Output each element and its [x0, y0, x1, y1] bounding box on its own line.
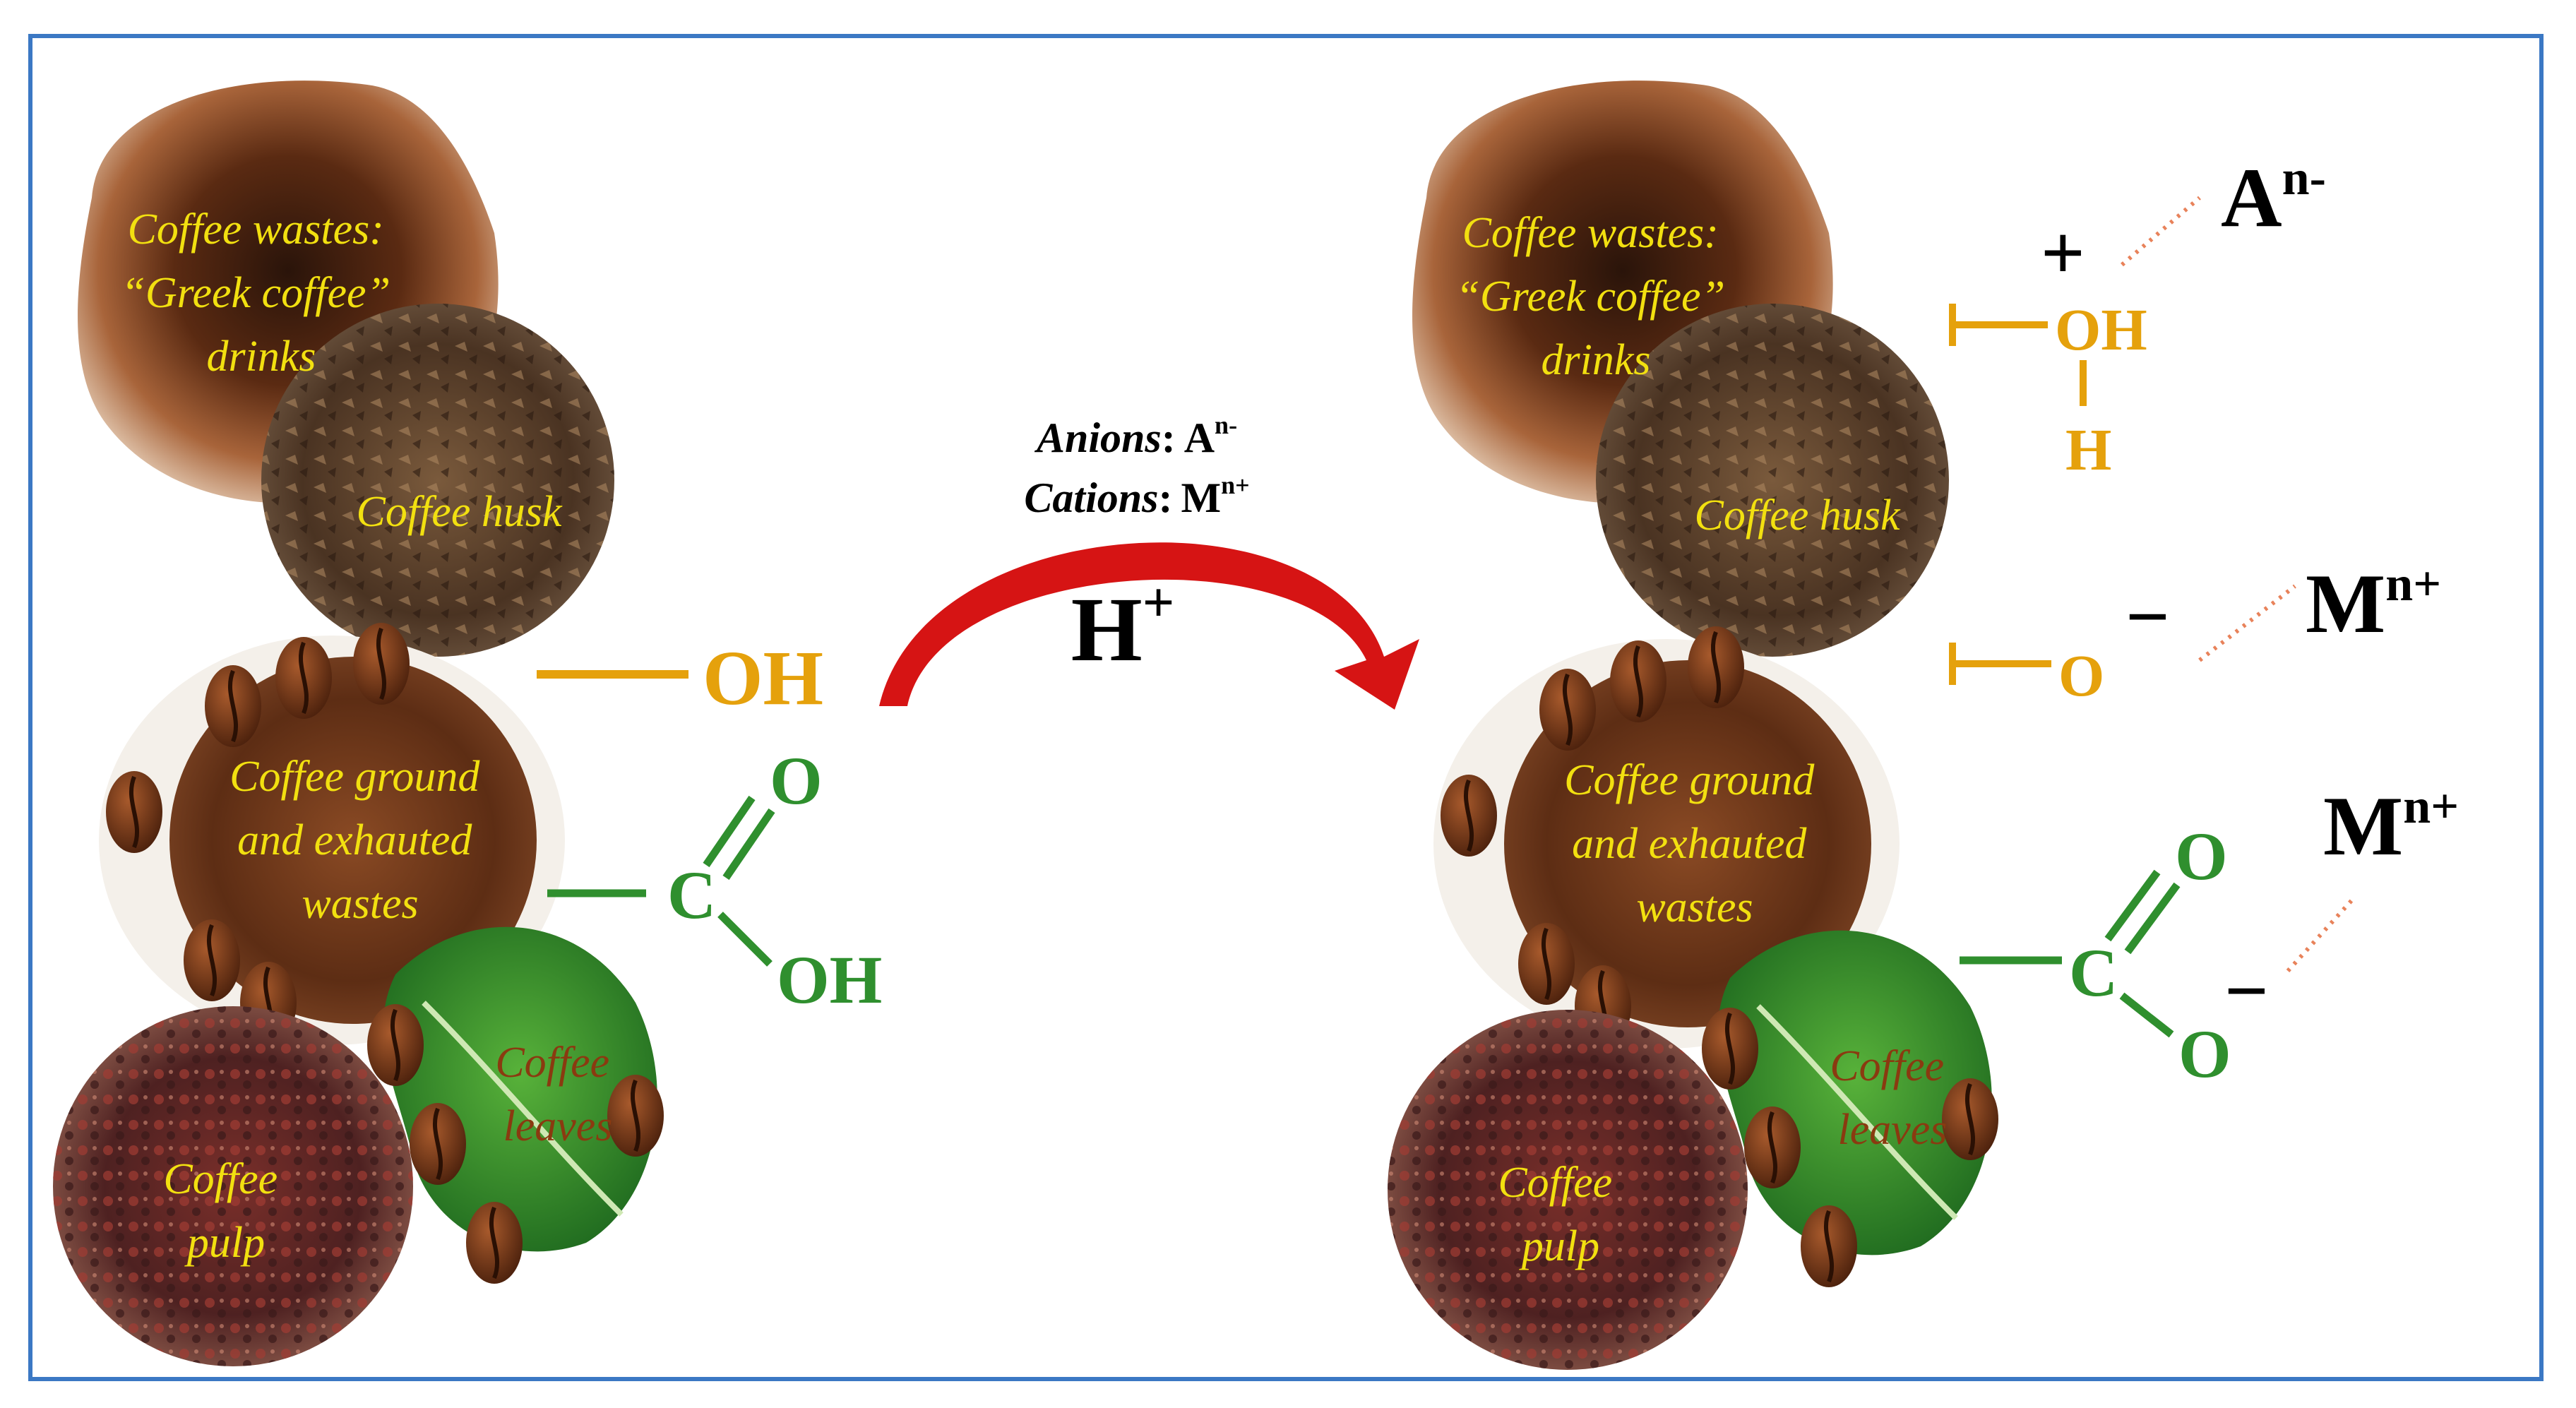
hydroxyl-group-left: OH [537, 635, 823, 721]
svg-text:O: O [770, 743, 823, 818]
label-coffee-leaves-left: Coffee leaves [495, 1039, 620, 1150]
label-coffee-pulp-left: Coffee pulp [163, 1155, 288, 1267]
carboxylate-group: C O O − Mn+ [1960, 779, 2459, 1092]
positive-charge: + [2041, 210, 2085, 296]
reaction-arrow [879, 542, 1419, 710]
cation-label-2: Mn+ [2323, 779, 2459, 873]
interaction-dashes-2 [2198, 584, 2296, 662]
label-greek-coffee-right: Coffee wastes: “Greek coffee” drinks [1455, 209, 1736, 384]
svg-text:OH: OH [2055, 297, 2147, 363]
label-coffee-ground-right: Coffee ground and exhauted wastes [1564, 756, 1825, 931]
proton-label: H+ [1071, 572, 1175, 681]
label-coffee-pulp-right: Coffee pulp [1498, 1159, 1623, 1270]
svg-text:C: C [667, 857, 716, 933]
negative-charge-1: − [2125, 573, 2170, 660]
interaction-dashes-3 [2286, 895, 2357, 973]
coffee-waste-cluster-right [1388, 80, 1998, 1370]
coffee-waste-cluster-left [53, 80, 664, 1366]
interaction-dashes-1 [2121, 196, 2201, 267]
svg-text:C: C [2069, 935, 2118, 1010]
label-coffee-husk-left: Coffee husk [357, 488, 563, 536]
svg-text:OH: OH [703, 635, 823, 721]
negative-charge-2: − [2224, 948, 2269, 1034]
label-greek-coffee-left: Coffee wastes: “Greek coffee” drinks [121, 205, 401, 381]
label-coffee-husk-right: Coffee husk [1695, 491, 1901, 539]
carboxyl-group-left: C O OH [547, 743, 882, 1018]
reaction-conditions: Anions:An- Cations:Mn+ [1024, 411, 1249, 521]
anion-label: An- [2221, 150, 2326, 244]
svg-text:O: O [2178, 1016, 2231, 1092]
cations-line: Cations:Mn+ [1024, 471, 1249, 521]
svg-text:O: O [2175, 818, 2228, 894]
svg-text:H: H [2065, 417, 2111, 483]
label-coffee-ground-left: Coffee ground and exhauted wastes [229, 753, 491, 928]
svg-text:OH: OH [777, 942, 882, 1018]
deprotonated-hydroxyl-group: O − Mn+ [1949, 556, 2441, 709]
protonated-hydroxyl-group: OH H + An- [1949, 150, 2326, 483]
cation-label-1: Mn+ [2306, 556, 2441, 650]
svg-text:O: O [2058, 643, 2104, 709]
label-coffee-leaves-right: Coffee leaves [1830, 1042, 1955, 1154]
anions-line: Anions:An- [1034, 411, 1237, 461]
